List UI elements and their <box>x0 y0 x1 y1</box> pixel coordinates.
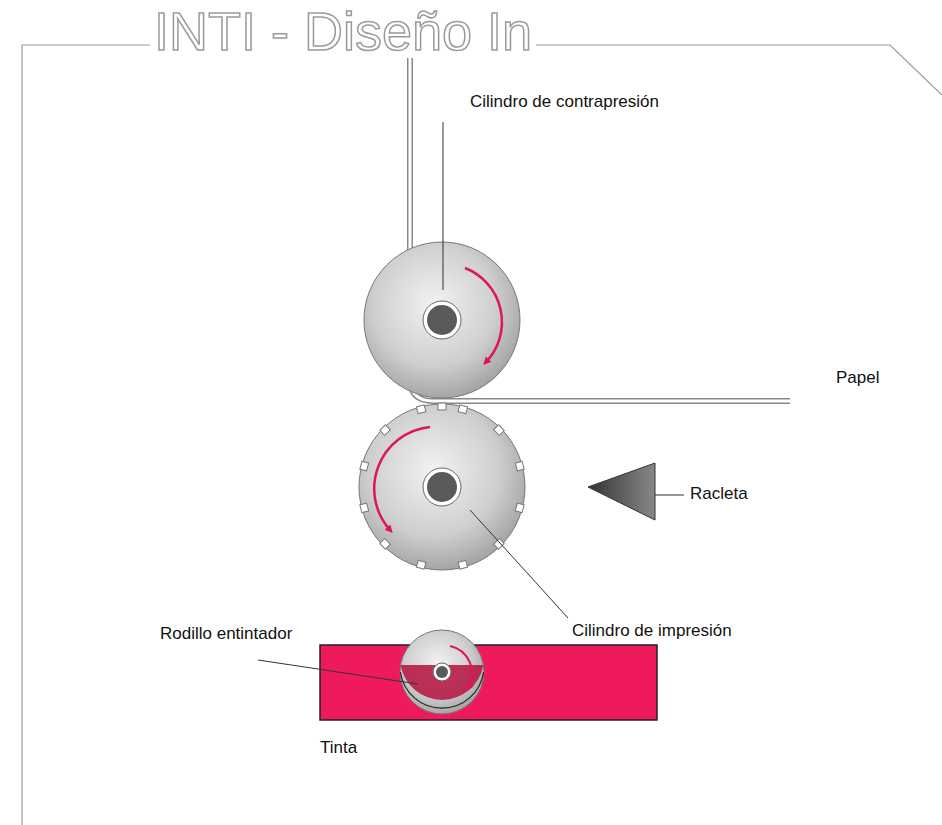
engraved-cell <box>360 503 369 513</box>
counter-cylinder <box>364 242 520 398</box>
part-label: Tinta <box>320 738 357 758</box>
engraved-cell <box>360 461 369 471</box>
engraved-cell <box>380 539 391 550</box>
leader-line <box>258 660 418 684</box>
impression-cylinder <box>359 404 525 570</box>
rotation-arrow <box>450 646 472 688</box>
part-label: Cilindro de impresión <box>572 621 732 641</box>
engraved-cell <box>494 425 505 436</box>
part-label: Rodillo entintador <box>160 624 292 644</box>
doctor-blade <box>588 463 655 520</box>
roller-hub <box>433 663 451 681</box>
leader-line <box>443 122 444 290</box>
leader-line <box>655 495 684 496</box>
engraved-cell <box>438 403 446 410</box>
part-label: Cilindro de contrapresión <box>470 92 659 112</box>
roller-hub <box>436 666 448 678</box>
engraved-cell <box>494 539 505 550</box>
leader-line <box>470 510 568 618</box>
engraved-cell <box>380 425 391 436</box>
inking-roller <box>400 630 484 714</box>
frame-line <box>21 45 22 825</box>
ink-tray <box>320 645 657 720</box>
engraved-cell <box>416 405 426 414</box>
engraved-cell <box>416 560 426 569</box>
cylinder-hub <box>423 468 461 506</box>
cylinder-hub <box>427 305 457 335</box>
engraved-cell <box>515 461 524 471</box>
rotation-arrow <box>374 427 430 530</box>
rotation-arrow <box>465 268 502 362</box>
engraved-cell <box>515 503 524 513</box>
cylinder-hub <box>423 301 461 339</box>
engraved-cells <box>360 403 524 569</box>
part-label: Papel <box>836 368 879 388</box>
engraved-cell <box>458 405 468 414</box>
engraved-cell <box>458 560 468 569</box>
part-label: Racleta <box>690 484 748 504</box>
watermark: INTI - Diseño In <box>150 4 536 58</box>
cylinder-hub <box>427 472 457 502</box>
